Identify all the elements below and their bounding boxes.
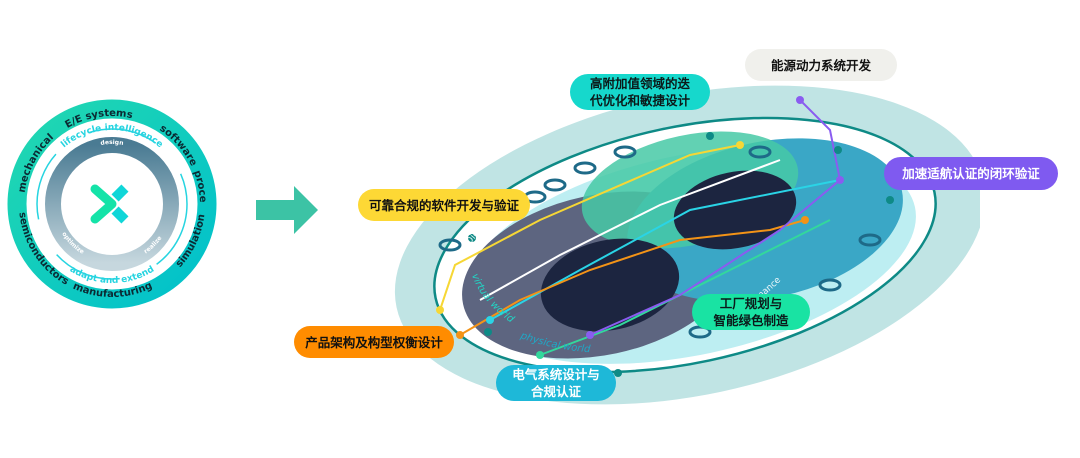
middle-ring: [36, 128, 188, 280]
callout-high-value: 高附加值领域的迭 代优化和敏捷设计: [570, 74, 710, 110]
callout-text: 能源动力系统开发: [770, 57, 871, 73]
label-design: design: [100, 139, 124, 147]
callout-electrical: 电气系统设计与 合规认证: [496, 365, 616, 401]
callout-energy-power: 能源动力系统开发: [745, 49, 897, 81]
callout-product-architecture: 产品架构及构型权衡设计: [294, 326, 454, 358]
callout-software: 可靠合规的软件开发与验证: [358, 189, 530, 221]
track-markers: [468, 132, 894, 377]
callout-factory: 工厂规划与 智能绿色制造: [692, 294, 810, 330]
callout-text: 代优化和敏捷设计: [589, 93, 690, 108]
lifecycle-wheel: mechanical E/E systems software process …: [0, 92, 217, 309]
thread-orange: [459, 219, 806, 336]
svg-text:design: design: [100, 139, 124, 147]
outer-ring: [7, 99, 217, 309]
thread-cyan: [489, 179, 841, 321]
callout-text: 产品架构及构型权衡设计: [305, 334, 443, 350]
digital-enterprise-platform: Digital Enterprise Services performance …: [394, 85, 980, 405]
callout-text: 加速适航认证的闭环验证: [902, 166, 1040, 181]
inner-ring: [45, 137, 179, 271]
callout-text: 高附加值领域的迭: [589, 76, 690, 91]
callout-text: 智能绿色制造: [713, 313, 789, 328]
callout-text: 电气系统设计与: [512, 367, 600, 382]
thread-purple: [589, 99, 842, 336]
thread-nodes: [436, 96, 844, 359]
callout-text: 工厂规划与: [719, 296, 783, 311]
right-arrow-icon: [256, 186, 318, 234]
callout-text: 合规认证: [530, 384, 581, 399]
digital-threads: [439, 99, 842, 356]
virtual-hub: [540, 238, 680, 332]
callout-text: 可靠合规的软件开发与验证: [369, 197, 520, 213]
callout-airworthiness: 加速适航认证的闭环验证: [884, 157, 1058, 190]
thread-yellow: [439, 144, 741, 311]
thread-white: [479, 159, 781, 301]
xcelerator-x-icon: [90, 184, 129, 224]
